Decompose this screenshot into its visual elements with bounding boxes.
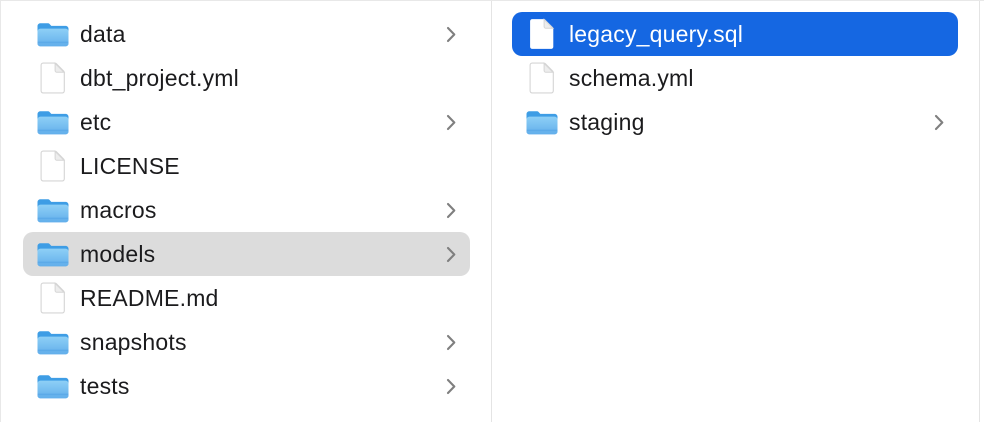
document-icon (34, 62, 71, 94)
file-label: schema.yml (569, 64, 694, 91)
row-snapshots[interactable]: snapshots (23, 320, 470, 364)
file-column-empty (980, 1, 984, 422)
document-icon (523, 18, 560, 50)
folder-icon (34, 372, 71, 400)
row-dbt-project-yml[interactable]: dbt_project.yml (23, 56, 470, 100)
file-label: README.md (80, 284, 219, 311)
file-label: dbt_project.yml (80, 64, 239, 91)
file-label: tests (80, 372, 130, 399)
file-label: data (80, 20, 126, 47)
file-label: LICENSE (80, 152, 180, 179)
chevron-right-icon (445, 377, 457, 396)
row-tests[interactable]: tests (23, 364, 470, 408)
chevron-right-icon (933, 113, 945, 132)
chevron-right-icon (445, 245, 457, 264)
row-models[interactable]: models (23, 232, 470, 276)
chevron-right-icon (445, 113, 457, 132)
file-label: models (80, 240, 156, 267)
folder-icon (34, 108, 71, 136)
chevron-right-icon (445, 201, 457, 220)
chevron-right-icon (445, 333, 457, 352)
file-column-parent: data dbt_project.yml etc (1, 1, 492, 422)
row-staging[interactable]: staging (512, 100, 958, 144)
file-label: snapshots (80, 328, 187, 355)
row-license[interactable]: LICENSE (23, 144, 470, 188)
row-legacy-query-sql[interactable]: legacy_query.sql (512, 12, 958, 56)
file-label: etc (80, 108, 112, 135)
row-data[interactable]: data (23, 12, 470, 56)
folder-icon (523, 108, 560, 136)
folder-icon (34, 240, 71, 268)
file-label: legacy_query.sql (569, 20, 744, 47)
folder-icon (34, 196, 71, 224)
file-label: macros (80, 196, 157, 223)
document-icon (34, 282, 71, 314)
folder-icon (34, 328, 71, 356)
document-icon (523, 62, 560, 94)
row-macros[interactable]: macros (23, 188, 470, 232)
folder-icon (34, 20, 71, 48)
chevron-right-icon (445, 25, 457, 44)
row-etc[interactable]: etc (23, 100, 470, 144)
row-readme-md[interactable]: README.md (23, 276, 470, 320)
file-column-child: legacy_query.sql schema.yml staging (492, 1, 980, 422)
row-schema-yml[interactable]: schema.yml (512, 56, 958, 100)
document-icon (34, 150, 71, 182)
file-label: staging (569, 108, 645, 135)
